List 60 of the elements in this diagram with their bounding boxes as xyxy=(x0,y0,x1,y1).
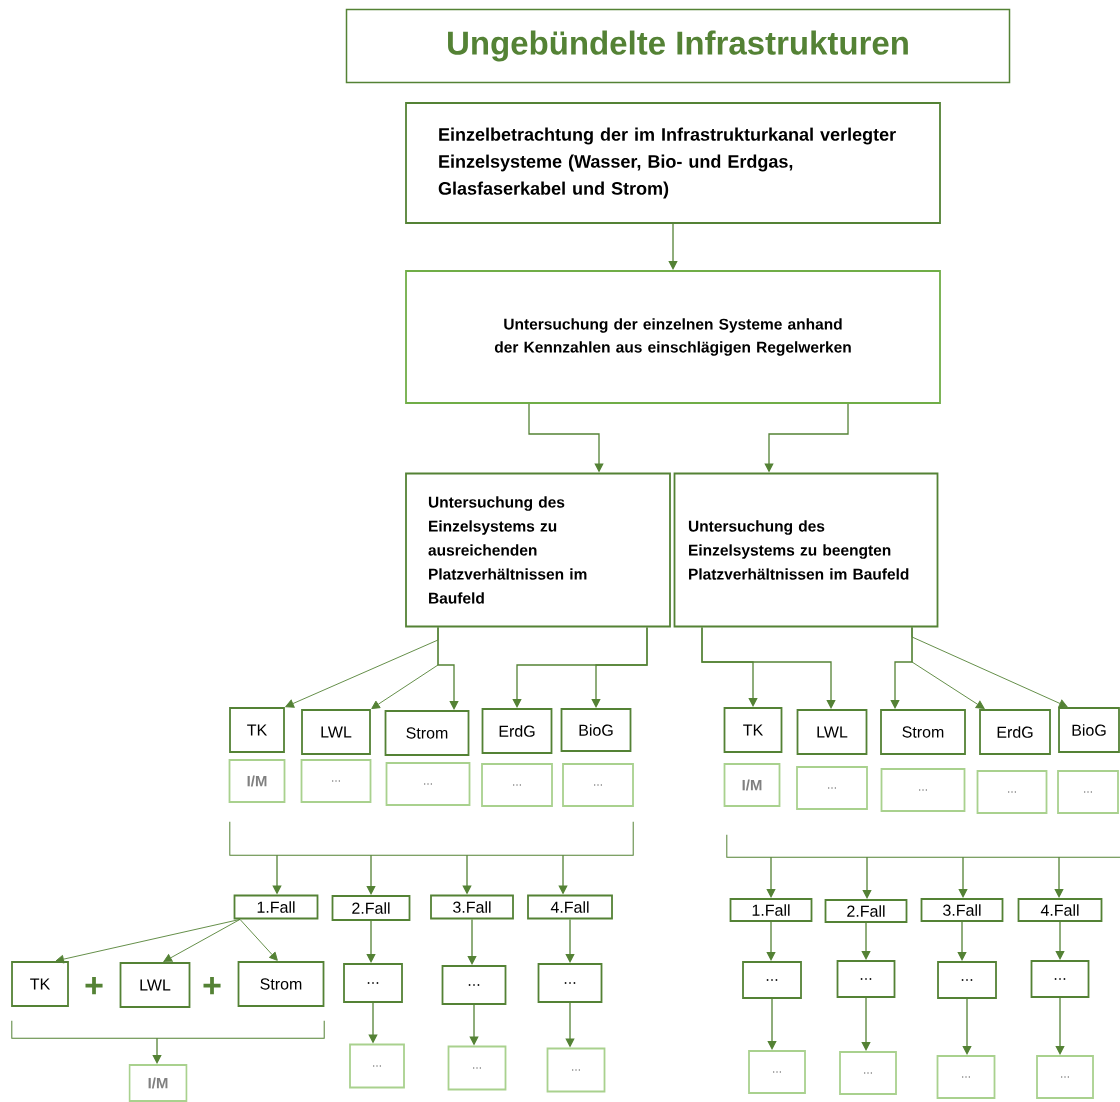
system-box: LWL xyxy=(796,709,868,755)
result-box: ... xyxy=(385,762,471,806)
system-box: Strom xyxy=(880,709,966,755)
result-box: ... xyxy=(562,763,634,807)
result-box: ... xyxy=(976,770,1048,814)
title-box: Ungebündelte Infrastrukturen xyxy=(345,8,1011,84)
process-box: Untersuchung des Einzelsystems zu beengten Platzverhältnissen im Baufeld xyxy=(673,472,939,628)
system-box: TK xyxy=(723,707,783,753)
system-box: ... xyxy=(537,963,603,1003)
case-box: 3.Fall xyxy=(920,898,1004,922)
result-box: ... xyxy=(839,1051,897,1095)
system-box: ErdG xyxy=(481,708,553,754)
case-box: 4.Fall xyxy=(527,894,613,920)
system-box: BioG xyxy=(1058,707,1120,753)
system-box: TK xyxy=(11,961,69,1007)
plus-sign: + xyxy=(85,977,103,995)
process-box: Untersuchung der einzelnen Systeme anhand der Kennzahlen aus einschlägigen Regelwerken xyxy=(405,270,941,404)
bracket xyxy=(726,834,1120,858)
result-box: ... xyxy=(880,768,966,812)
bracket xyxy=(229,821,634,856)
case-box: 1.Fall xyxy=(729,898,813,922)
case-box: 1.Fall xyxy=(233,894,319,920)
plus-sign: + xyxy=(203,977,221,995)
result-box: ... xyxy=(1036,1055,1094,1099)
result-box: ... xyxy=(748,1050,806,1094)
system-box: ... xyxy=(836,960,896,998)
case-box: 3.Fall xyxy=(430,894,514,920)
arrow xyxy=(239,918,278,961)
system-box: Strom xyxy=(384,710,470,756)
process-box: Einzelbetrachtung der im Infrastrukturkanal verlegter Einzelsysteme (Wasser, Bio- und Erdgas, Glasfaserkabel und Strom) xyxy=(405,102,941,224)
result-box: ... xyxy=(300,759,372,803)
arrow xyxy=(163,918,241,963)
result-box: ... xyxy=(447,1045,507,1091)
system-box: Strom xyxy=(237,961,325,1007)
result-box: ... xyxy=(546,1047,606,1093)
process-box: Untersuchung des Einzelsystems zu ausreichenden Platzverhältnissen im Baufeld xyxy=(405,472,671,628)
case-box: 2.Fall xyxy=(824,899,908,923)
arrow xyxy=(911,626,1068,708)
result-box: I/M xyxy=(723,763,781,807)
arrow xyxy=(55,918,241,964)
result-box: ... xyxy=(796,766,868,810)
system-box: TK xyxy=(229,707,285,753)
result-box: ... xyxy=(481,763,553,807)
bracket xyxy=(11,1020,325,1039)
system-box: LWL xyxy=(301,709,371,755)
system-box: ... xyxy=(1030,960,1090,998)
system-box: LWL xyxy=(119,962,191,1008)
result-box: ... xyxy=(349,1043,405,1089)
result-box: ... xyxy=(936,1055,996,1099)
system-box: ErdG xyxy=(979,709,1051,755)
system-box: ... xyxy=(441,965,507,1005)
result-box: ... xyxy=(1057,770,1119,814)
system-box: ... xyxy=(343,963,403,1003)
result-box: I/M xyxy=(228,759,286,803)
system-box: ... xyxy=(742,961,802,999)
result-box: I/M xyxy=(128,1064,188,1102)
case-box: 2.Fall xyxy=(331,895,411,921)
case-box: 4.Fall xyxy=(1017,898,1103,922)
system-box: ... xyxy=(937,961,997,999)
system-box: BioG xyxy=(560,708,632,752)
